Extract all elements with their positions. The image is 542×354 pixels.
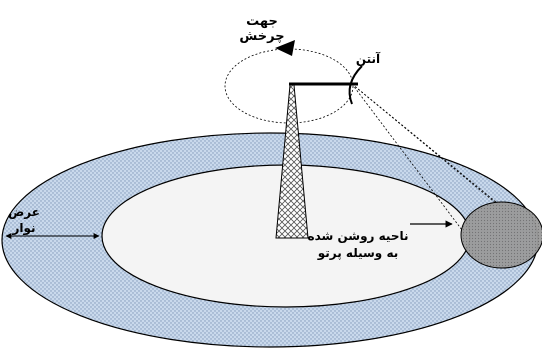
antenna-dish	[348, 65, 363, 105]
illuminated-spot	[460, 201, 542, 269]
beam-edge-line-1	[351, 83, 463, 231]
label-illuminated-line1: ناحیه روشن شده	[308, 229, 409, 244]
label-band-width-line2: نوار	[11, 221, 35, 236]
beam-edge-line-3	[351, 83, 541, 239]
triangle-arrow-left-icon	[275, 40, 295, 56]
label-antenna: آنتن	[356, 51, 381, 66]
label-rotation-line1: جهت	[246, 14, 278, 29]
label-illuminated-line2: به وسیله پرتو	[317, 246, 398, 261]
label-rotation-line2: چرخش	[239, 29, 284, 44]
label-band-width-line1: عرض	[8, 205, 40, 219]
